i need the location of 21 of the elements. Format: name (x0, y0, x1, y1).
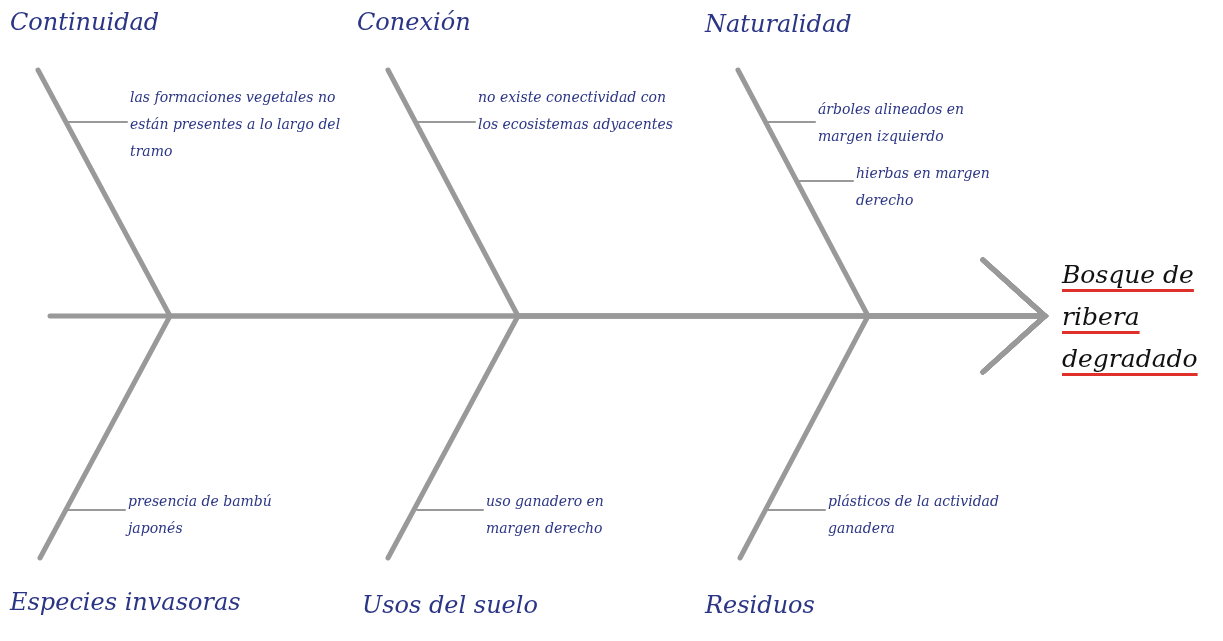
leader-line (66, 121, 128, 123)
fishbone-arrow (737, 257, 1048, 561)
category-label: Continuidad (10, 8, 160, 36)
leader-line (66, 509, 126, 511)
leader-line (796, 180, 854, 182)
leader-line (765, 509, 826, 511)
category-label: Naturalidad (705, 10, 852, 38)
leader-line (417, 121, 476, 123)
category-label: Conexión (357, 8, 471, 36)
leader-line (416, 509, 484, 511)
category-label: Especies invasoras (10, 588, 241, 616)
cause-text: las formaciones vegetales no están presentes a lo largo del tramo (130, 84, 345, 165)
cause-text: uso ganadero en margen derecho (486, 488, 636, 542)
effect-text: Bosque de ribera degradado (1062, 254, 1222, 380)
cause-text: árboles alineados en margen izquierdo (818, 96, 1008, 150)
leader-line (765, 121, 816, 123)
cause-text: no existe conectividad con los ecosistemas adyacentes (478, 84, 678, 138)
category-label: Usos del suelo (362, 591, 538, 619)
category-label: Residuos (705, 591, 815, 619)
cause-text: plásticos de la actividad ganadera (828, 488, 1018, 542)
cause-text: hierbas en margen derecho (856, 160, 1031, 214)
